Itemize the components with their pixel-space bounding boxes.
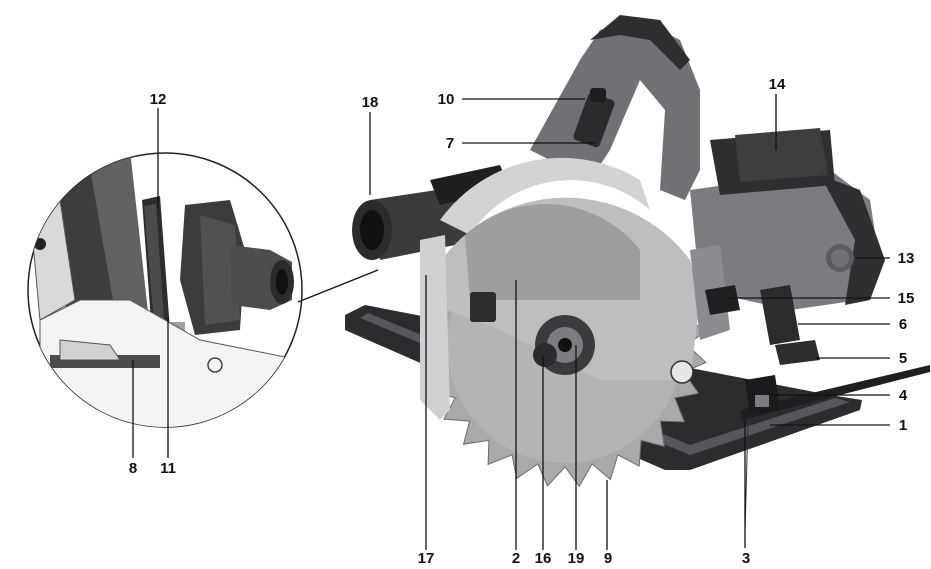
callout-7: 7 xyxy=(446,135,454,152)
main-handle xyxy=(530,20,700,200)
guard-lever xyxy=(470,292,496,322)
detail-inset xyxy=(27,152,379,428)
callout-3: 3 xyxy=(742,550,750,567)
dust-port xyxy=(352,165,510,260)
bevel-knob xyxy=(775,340,820,365)
motor-housing xyxy=(690,170,880,310)
callout-9: 9 xyxy=(604,550,612,567)
callout-16: 16 xyxy=(535,550,552,567)
inset-connector xyxy=(297,269,379,303)
trigger-switch xyxy=(573,92,615,148)
callout-19: 19 xyxy=(568,550,585,567)
callout-5: 5 xyxy=(899,350,907,367)
callout-11: 11 xyxy=(160,460,176,477)
callout-12: 12 xyxy=(150,91,167,108)
lock-off-button xyxy=(590,88,606,102)
callout-labels: 12 11 8 18 10 7 14 13 15 6 5 4 1 3 17 2 … xyxy=(129,76,915,567)
callout-2: 2 xyxy=(512,550,520,567)
callout-6: 6 xyxy=(899,316,907,333)
callout-1: 1 xyxy=(899,417,907,434)
callout-13: 13 xyxy=(898,250,915,267)
lower-blade-guard xyxy=(420,235,450,420)
circular-saw xyxy=(345,15,930,533)
callout-10: 10 xyxy=(438,91,455,108)
callout-14: 14 xyxy=(769,76,786,93)
leader-lines xyxy=(132,94,890,550)
spindle-lock xyxy=(533,343,557,367)
bevel-lock xyxy=(705,285,740,315)
callout-8: 8 xyxy=(129,460,137,477)
callout-15: 15 xyxy=(898,290,915,307)
rip-fence xyxy=(740,365,930,420)
depth-bracket xyxy=(760,285,800,345)
callout-4: 4 xyxy=(899,387,908,404)
callout-17: 17 xyxy=(418,550,435,567)
callout-18: 18 xyxy=(362,94,379,111)
